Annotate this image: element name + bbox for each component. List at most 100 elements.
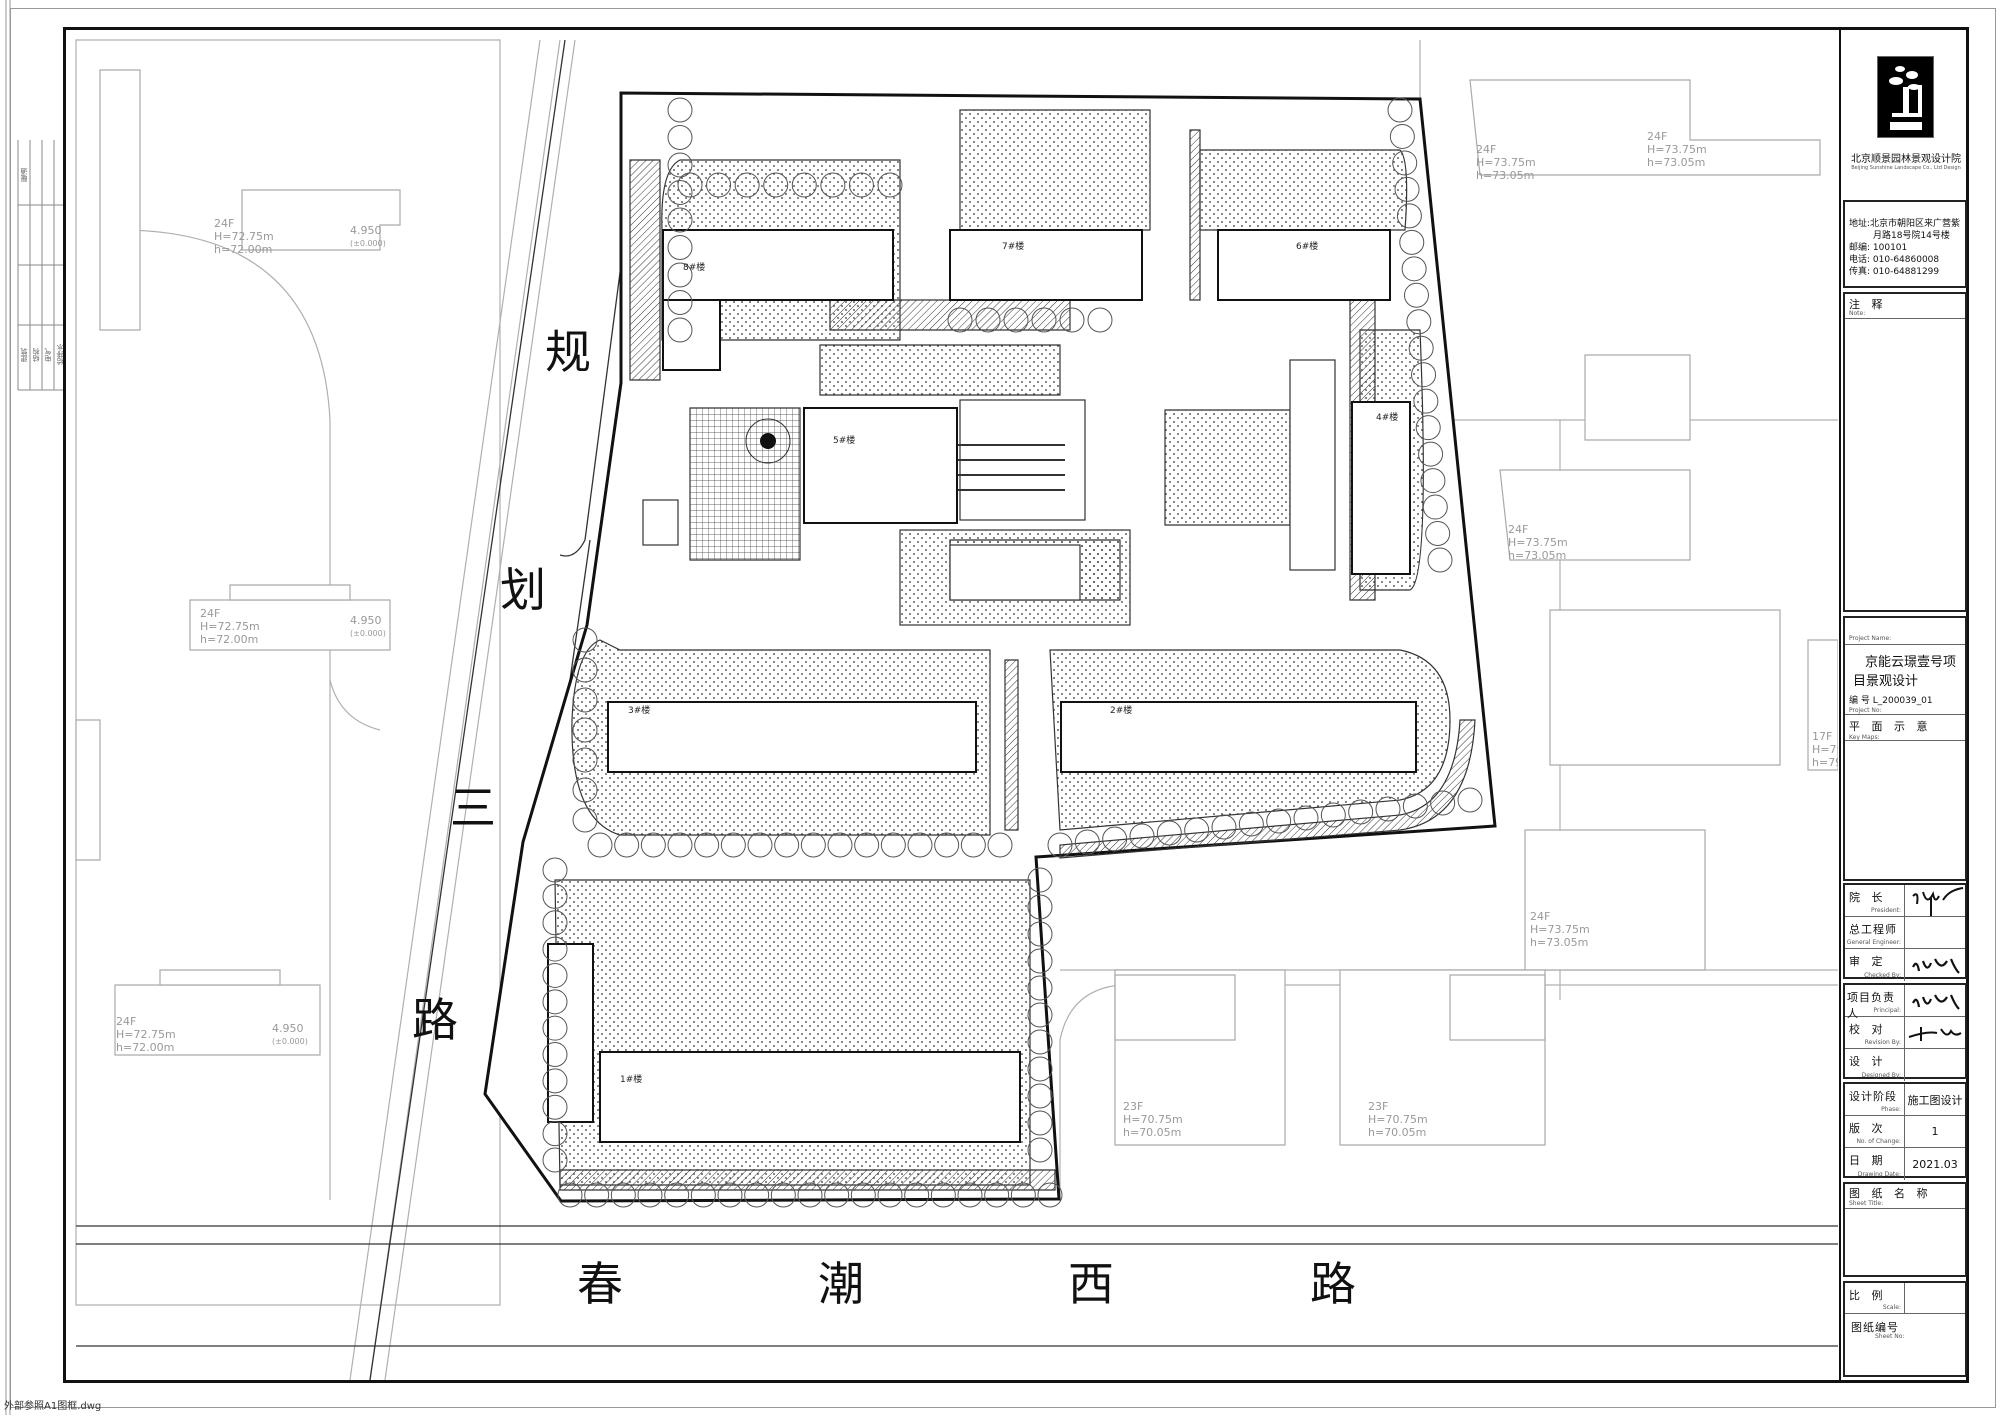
tree-canopy-icon — [848, 172, 874, 198]
tree-canopy-icon — [1401, 256, 1427, 282]
tree-canopy-icon — [572, 687, 598, 713]
tree-canopy-icon — [667, 262, 693, 288]
phase-label-en: Phase: — [1881, 1106, 1901, 1113]
president-label: 院 长 — [1849, 891, 1887, 904]
main-roads — [76, 39, 1838, 1380]
svg-text:H=73.75m: H=73.75m — [1647, 143, 1707, 156]
svg-text:H=73.75m: H=73.75m — [1476, 156, 1536, 169]
svg-text:23F: 23F — [1123, 1100, 1143, 1113]
tree-canopy-icon — [934, 832, 960, 858]
change-value: 1 — [1931, 1125, 1939, 1138]
tree-canopy-icon — [1156, 820, 1182, 846]
tree-canopy-icon — [1402, 793, 1428, 819]
svg-text:h=73.05m: h=73.05m — [1476, 169, 1534, 182]
tree-canopy-icon — [877, 1182, 903, 1208]
svg-text:2#楼: 2#楼 — [1110, 704, 1132, 716]
tree-canopy-icon — [1087, 307, 1113, 333]
president-signature — [1905, 885, 1965, 916]
sheet-title-label: 图 纸 名 称 — [1849, 1187, 1932, 1200]
south-road-char-2: 潮 — [818, 1257, 864, 1311]
change-label: 版 次 — [1849, 1122, 1887, 1135]
tree-canopy-icon — [1457, 787, 1483, 813]
svg-text:H=70.75m: H=70.75m — [1368, 1113, 1428, 1126]
neighbor-buildings — [75, 69, 1838, 1146]
feature-planter — [745, 418, 791, 464]
tree-canopy-icon — [1392, 150, 1418, 176]
company-name-cn: 北京顺景园林景观设计院 — [1851, 154, 1961, 165]
tree-canopy-icon — [1037, 1182, 1063, 1208]
tree-canopy-icon — [747, 832, 773, 858]
tree-canopy-icon — [572, 807, 598, 833]
tree-canopy-icon — [774, 832, 800, 858]
tree-canopy-icon — [1027, 894, 1053, 920]
phase-value: 施工图设计 — [1907, 1093, 1963, 1107]
tree-canopy-icon — [987, 832, 1013, 858]
tree-canopy-icon — [542, 936, 568, 962]
tree-canopy-icon — [797, 1182, 823, 1208]
company-name-en: Beijing Sunshine Landscape Co., Ltd Desi… — [1851, 165, 1961, 171]
tree-canopy-icon — [542, 962, 568, 988]
building-2 — [1060, 701, 1417, 773]
building-7 — [949, 229, 1143, 301]
tree-canopy-icon — [1238, 811, 1264, 837]
tree-canopy-icon — [572, 717, 598, 743]
svg-text:24F: 24F — [1476, 143, 1496, 156]
svg-text:24F: 24F — [214, 217, 234, 230]
svg-text:23F: 23F — [1368, 1100, 1388, 1113]
postcode: 邮编: 100101 — [1849, 243, 1908, 253]
svg-text:H=79: H=79 — [1812, 743, 1844, 756]
tree-canopy-icon — [827, 832, 853, 858]
tree-canopy-icon — [1027, 867, 1053, 893]
principal-label: 项目负责人 — [1847, 991, 1895, 1020]
svg-text:24F: 24F — [1530, 910, 1550, 923]
date-label: 日 期 — [1849, 1154, 1887, 1167]
building-6 — [1217, 229, 1391, 301]
tree-canopy-icon — [975, 307, 1001, 333]
west-road-char-1: 规 — [545, 325, 591, 379]
building-4 — [1351, 401, 1411, 575]
designed-label-en: Designed By: — [1861, 1072, 1901, 1079]
checked-label: 审 定 — [1849, 955, 1887, 968]
address-line-2: 月路18号院14号楼 — [1873, 231, 1950, 241]
fax: 传真: 010-64881299 — [1849, 267, 1940, 277]
tree-canopy-icon — [614, 832, 640, 858]
tree-canopy-icon — [1027, 921, 1053, 947]
revision-signature — [1905, 1017, 1965, 1048]
tree-canopy-icon — [877, 172, 903, 198]
tree-canopy-icon — [907, 832, 933, 858]
svg-text:4#楼: 4#楼 — [1376, 411, 1398, 423]
tree-canopy-icon — [584, 1182, 610, 1208]
tree-canopy-icon — [572, 657, 598, 683]
project-name-line-1: 京能云璟壹号项 — [1865, 655, 1957, 670]
tree-canopy-icon — [572, 747, 598, 773]
tree-canopy-icon — [1027, 1083, 1053, 1109]
tree-canopy-icon — [1403, 282, 1429, 308]
building-3 — [607, 701, 977, 773]
tree-canopy-icon — [947, 307, 973, 333]
date-value: 2021.03 — [1912, 1157, 1958, 1171]
checked-label-en: Checked By: — [1864, 972, 1901, 979]
scale-label-en: Scale: — [1882, 1304, 1901, 1311]
svg-text:h=72.00m: h=72.00m — [214, 243, 272, 256]
feature-tree — [760, 433, 776, 449]
tree-canopy-icon — [542, 1068, 568, 1094]
tree-canopy-icon — [1389, 123, 1415, 149]
svg-text:4.950: 4.950 — [272, 1022, 304, 1035]
tree-canopy-icon — [667, 832, 693, 858]
tree-canopy-icon — [694, 832, 720, 858]
notes-label: 注 释 — [1849, 298, 1887, 311]
tree-canopy-icon — [587, 832, 613, 858]
svg-text:24F: 24F — [1647, 130, 1667, 143]
svg-text:H=72.75m: H=72.75m — [214, 230, 274, 243]
svg-text:H=72.75m: H=72.75m — [200, 620, 260, 633]
tree-canopy-icon — [850, 1182, 876, 1208]
svg-text:24F: 24F — [200, 607, 220, 620]
tree-canopy-icon — [667, 317, 693, 343]
tree-canopy-icon — [542, 883, 568, 909]
building-west — [547, 943, 594, 1123]
svg-text:17F: 17F — [1812, 730, 1832, 743]
tree-canopy-icon — [637, 1182, 663, 1208]
key-maps-label: 平 面 示 意 — [1849, 720, 1932, 733]
